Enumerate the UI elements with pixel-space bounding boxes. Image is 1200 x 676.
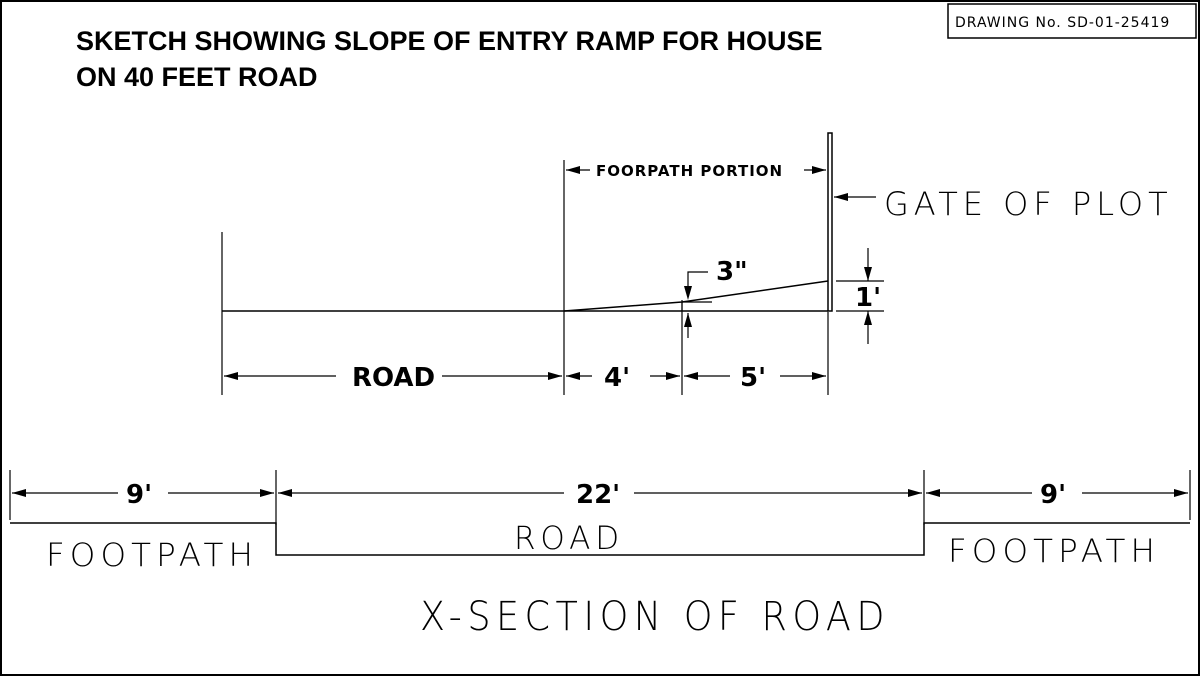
xs-right-dim-arrow-a	[926, 489, 940, 497]
xs-center-dim-arrow-b	[908, 489, 922, 497]
title-line-2: ON 40 FEET ROAD	[76, 62, 318, 92]
xs-center-dim-arrow-a	[278, 489, 292, 497]
seg2-dim-arrow-left	[684, 372, 698, 380]
xs-center-width: 22'	[576, 480, 620, 510]
seg1-dim-arrow-right	[666, 372, 680, 380]
gate-post	[827, 132, 833, 312]
ramp-slope-line	[563, 280, 829, 312]
xs-right-dim-arrow-b	[1174, 489, 1188, 497]
xs-profile	[10, 522, 1190, 556]
rise-3in-arrow-bottom	[684, 313, 692, 327]
ramp-sketch: FOORPATH PORTION GATE OF PLOT 3" 1' ROAD…	[221, 132, 1173, 395]
xs-caption: X-SECTION OF ROAD	[420, 594, 890, 640]
seg1-dim-arrow-left	[566, 372, 580, 380]
rise-3in-leader	[687, 271, 708, 296]
footpath-portion-arrow-right	[812, 166, 826, 174]
footpath-portion-arrow-left	[566, 166, 580, 174]
rise-1ft-label: 1'	[855, 283, 881, 313]
road-dim-arrow-right	[548, 372, 562, 380]
title-line-1: SKETCH SHOWING SLOPE OF ENTRY RAMP FOR H…	[76, 26, 823, 56]
rise-1ft-arrow-top	[864, 267, 872, 281]
gate-leader-arrow	[834, 193, 848, 201]
xs-center-label: ROAD	[514, 519, 624, 557]
gate-label: GATE OF PLOT	[884, 185, 1173, 223]
seg2-dim-arrow-right	[812, 372, 826, 380]
seg2-length-label: 5'	[740, 363, 766, 393]
xs-left-label: FOOTPATH	[46, 536, 258, 574]
footpath-portion-label: FOORPATH PORTION	[596, 162, 783, 180]
xs-left-dim-arrow-a	[12, 489, 26, 497]
xs-left-width: 9'	[126, 480, 152, 510]
road-dim-arrow-left	[224, 372, 238, 380]
rise-3in-label: 3"	[716, 257, 748, 287]
xs-left-dim-arrow-b	[260, 489, 274, 497]
rise-1ft-arrow-bottom	[864, 311, 872, 325]
xs-right-width: 9'	[1040, 480, 1066, 510]
road-cross-section: 9' 22' 9' FOOTPATH ROAD FOOTPATH X-SECTI…	[9, 470, 1191, 640]
xs-right-label: FOOTPATH	[948, 532, 1160, 570]
drawing-number: DRAWING No. SD-01-25419	[955, 15, 1170, 31]
drawing-number-box	[947, 3, 1197, 39]
road-dim-label: ROAD	[352, 363, 435, 393]
rise-3in-arrow-top	[684, 286, 692, 300]
seg1-length-label: 4'	[604, 363, 630, 393]
